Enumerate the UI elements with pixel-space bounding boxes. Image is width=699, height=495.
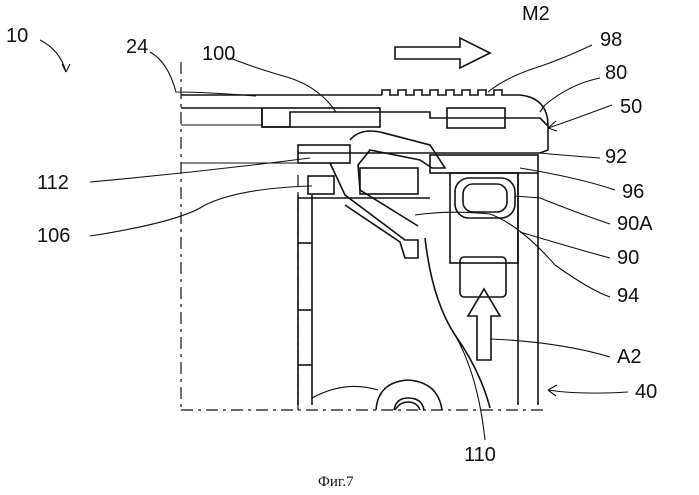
- arrow-A2: [468, 289, 500, 360]
- label-A2: A2: [617, 346, 641, 368]
- label-92: 92: [605, 146, 627, 168]
- label-94: 94: [617, 285, 639, 307]
- latch: [450, 173, 518, 297]
- lever: [298, 131, 538, 258]
- leader-lines: [40, 40, 628, 440]
- label-98: 98: [600, 29, 622, 51]
- label-40: 40: [635, 381, 657, 403]
- top-plate: [181, 90, 520, 108]
- center-lines: [181, 62, 548, 410]
- reference-labels: 10 24 100 M2 98 80 50 112 92 96 106 90A …: [6, 3, 657, 466]
- label-50: 50: [620, 96, 642, 118]
- label-24: 24: [126, 36, 148, 58]
- label-10: 10: [6, 25, 28, 47]
- label-90: 90: [617, 247, 639, 269]
- wheel: [312, 380, 442, 410]
- label-112: 112: [37, 172, 69, 194]
- arrow-M2: [395, 38, 490, 68]
- label-100: 100: [202, 43, 235, 65]
- label-110: 110: [464, 444, 496, 466]
- figure-caption: Фиг.7: [318, 474, 354, 490]
- label-96: 96: [622, 181, 644, 203]
- housing: [298, 173, 538, 408]
- slider-body: [181, 95, 548, 163]
- label-106: 106: [37, 225, 70, 247]
- label-90A: 90A: [617, 213, 653, 235]
- label-M2: M2: [522, 3, 550, 25]
- label-80: 80: [605, 62, 627, 84]
